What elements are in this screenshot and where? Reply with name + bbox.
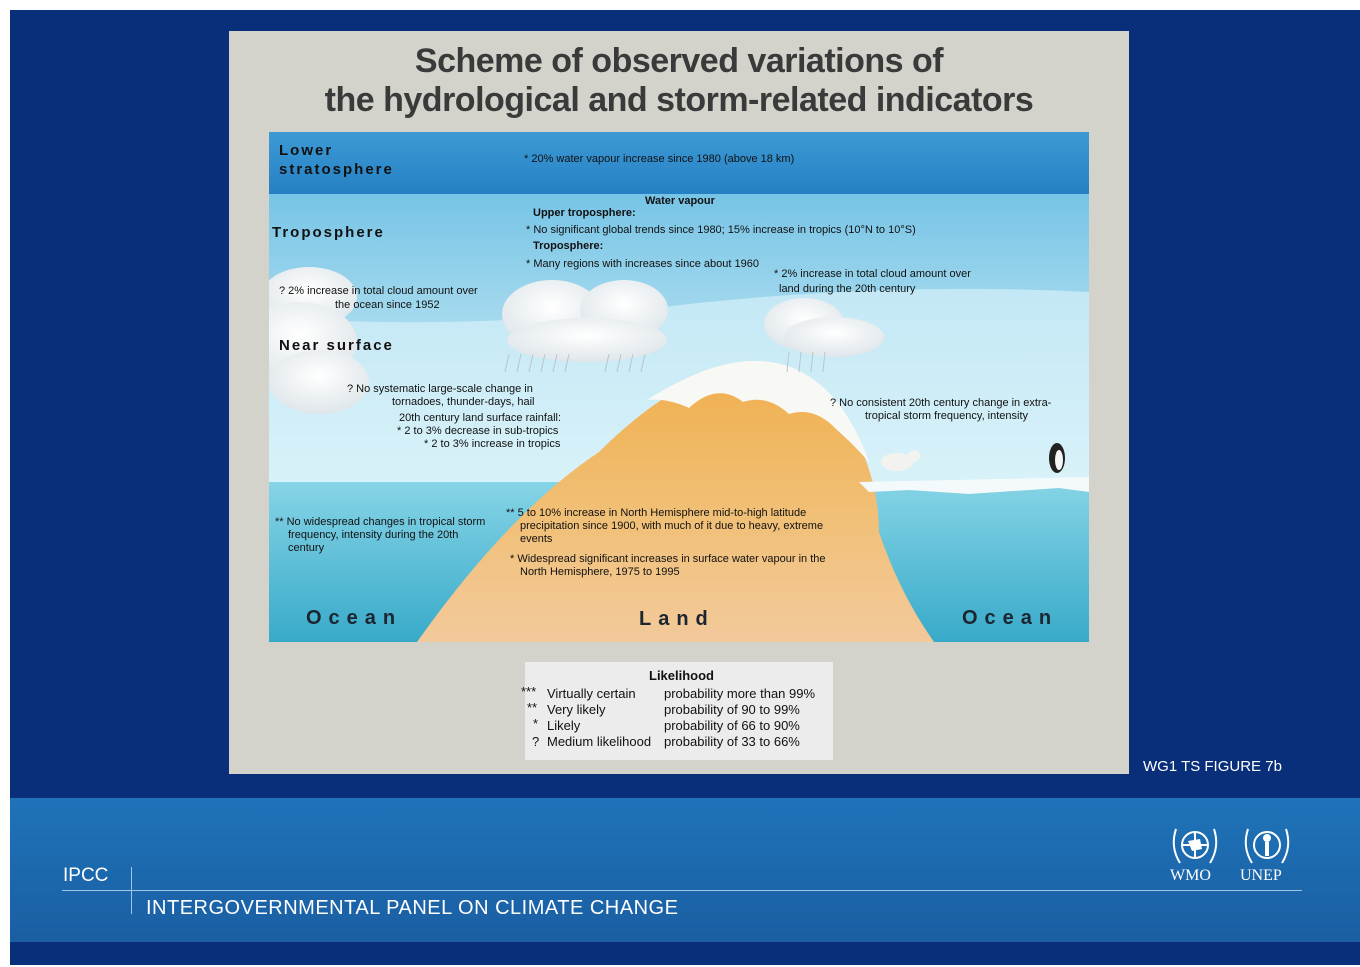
label-ocean-right: Ocean — [962, 607, 1059, 629]
polar-bear — [881, 450, 920, 471]
note-precip-2: precipitation since 1900, with much of i… — [520, 520, 824, 532]
note-cloud-land-1: * 2% increase in total cloud amount over — [774, 268, 971, 280]
legend-term: Medium likelihood — [547, 734, 652, 749]
footer-divider — [62, 890, 1302, 891]
cloud-left — [269, 267, 369, 414]
unep-logo-icon — [1244, 828, 1290, 864]
legend-probability: probability more than 99% — [664, 686, 816, 701]
ipcc-full-name: INTERGOVERNMENTAL PANEL ON CLIMATE CHANG… — [146, 897, 679, 919]
note-extratropical-1: ? No consistent 20th century change in e… — [830, 397, 1052, 409]
legend-term: Very likely — [547, 702, 606, 717]
heading-upper-troposphere: Upper troposphere: — [533, 207, 636, 219]
label-stratosphere: stratosphere — [279, 161, 394, 178]
legend-term: Likely — [547, 718, 581, 733]
legend-symbol: ? — [532, 734, 540, 749]
penguin — [1049, 443, 1065, 473]
note-cloud-ocean-2: the ocean since 1952 — [335, 299, 440, 311]
note-tornado-2: tornadoes, thunder-days, hail — [392, 396, 535, 408]
land-mountain — [417, 362, 934, 642]
wmo-label: WMO — [1170, 867, 1211, 884]
note-rain-2: * 2 to 3% decrease in sub-tropics — [397, 425, 559, 437]
note-tornado-1: ? No systematic large-scale change in — [347, 383, 533, 395]
cloud-right — [764, 298, 884, 357]
note-stratosphere-vapour: * 20% water vapour increase since 1980 (… — [524, 153, 795, 165]
legend-term: Virtually certain — [547, 686, 636, 701]
label-troposphere: Troposphere — [272, 224, 385, 241]
note-extratropical-2: tropical storm frequency, intensity — [865, 410, 1029, 422]
unep-label: UNEP — [1240, 867, 1282, 884]
diagram-illustration — [269, 132, 1089, 642]
likelihood-legend: Likelihood *** Virtually certain probabi… — [521, 662, 833, 760]
note-rain-3: * 2 to 3% increase in tropics — [424, 438, 561, 450]
footer-vertical-divider — [131, 867, 132, 914]
note-upper-troposphere: * No significant global trends since 198… — [526, 224, 916, 236]
note-tropical-storm-1: ** No widespread changes in tropical sto… — [275, 516, 486, 528]
legend-probability: probability of 66 to 90% — [664, 718, 800, 733]
legend-title: Likelihood — [649, 668, 714, 683]
legend-symbol: ** — [527, 700, 538, 715]
note-troposphere: * Many regions with increases since abou… — [526, 258, 759, 270]
snow-cap — [647, 360, 869, 462]
note-cloud-ocean-1: ? 2% increase in total cloud amount over — [279, 285, 478, 297]
figure-title-line-2: the hydrological and storm-related indic… — [324, 81, 1034, 119]
note-surface-vapour-1: * Widespread significant increases in su… — [510, 553, 826, 565]
figure-label: WG1 TS FIGURE 7b — [1143, 758, 1282, 775]
ipcc-short-name: IPCC — [63, 865, 109, 886]
stratosphere-band — [269, 132, 1089, 194]
slide: Scheme of observed variations of the hyd… — [10, 10, 1360, 965]
cloud-center — [502, 280, 668, 362]
note-cloud-land-2: land during the 20th century — [779, 283, 916, 295]
atmosphere-diagram: Lower stratosphere Troposphere Near surf… — [269, 132, 1089, 642]
note-tropical-storm-2: frequency, intensity during the 20th — [288, 529, 459, 541]
rain-streaks — [504, 351, 826, 373]
note-precip-3: events — [520, 533, 553, 545]
heading-troposphere: Troposphere: — [533, 240, 604, 252]
label-ocean-left: Ocean — [306, 607, 403, 629]
label-near-surface: Near surface — [279, 337, 394, 354]
legend-symbol: *** — [521, 684, 537, 699]
legend-probability: probability of 33 to 66% — [664, 734, 800, 749]
label-land: Land — [639, 608, 715, 630]
label-lower: Lower — [279, 142, 334, 159]
figure-title-line-1: Scheme of observed variations of — [414, 42, 944, 80]
sea-ice — [859, 477, 1089, 494]
note-surface-vapour-2: North Hemisphere, 1975 to 1995 — [520, 566, 680, 578]
note-tropical-storm-3: century — [288, 542, 325, 554]
note-precip-1: ** 5 to 10% increase in North Hemisphere… — [506, 507, 807, 519]
note-rain-1: 20th century land surface rainfall: — [399, 412, 562, 424]
wmo-logo-icon — [1172, 828, 1218, 864]
heading-water-vapour: Water vapour — [645, 195, 715, 207]
legend-symbol: * — [533, 716, 539, 731]
legend-probability: probability of 90 to 99% — [664, 702, 800, 717]
footer-band — [10, 798, 1360, 942]
figure-panel: Scheme of observed variations of the hyd… — [229, 31, 1129, 774]
